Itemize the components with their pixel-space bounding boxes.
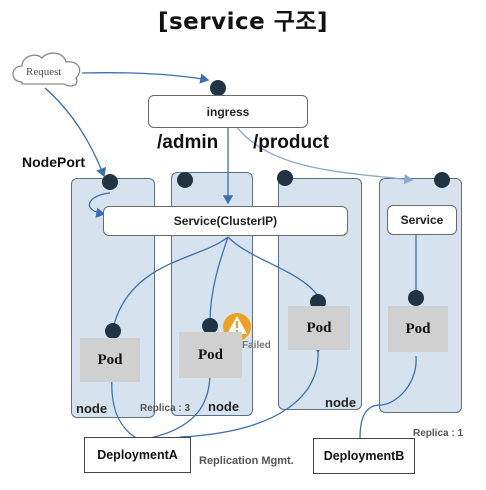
pod4-port-dot xyxy=(408,290,424,306)
service-right-label: Service xyxy=(400,213,444,227)
replication-label: Replication Mgmt. xyxy=(199,455,294,467)
node-label-3: node xyxy=(325,395,357,410)
pod1-port-dot xyxy=(105,323,121,339)
ingress-box: ingress xyxy=(148,95,308,128)
service-clusterip-label: Service(ClusterIP) xyxy=(173,214,278,228)
pod-label-1: Pod xyxy=(97,351,123,368)
pod-1: Pod xyxy=(80,338,140,382)
admin-path-label: /admin xyxy=(157,132,219,153)
ingress-port-dot xyxy=(210,80,226,96)
pod2-port-dot xyxy=(202,318,218,334)
request-to-nodeport-line xyxy=(44,87,107,178)
node-label-1: node xyxy=(76,401,108,416)
replica-b-label: Replica : 1 xyxy=(413,428,464,439)
pod-4: Pod xyxy=(388,306,448,352)
cloud-icon xyxy=(12,52,81,87)
pod-label-2: Pod xyxy=(197,346,223,363)
nodeport-dot-2 xyxy=(177,172,193,188)
deployment-b-box: DeploymentB xyxy=(313,438,415,474)
request-label: Request xyxy=(26,66,62,78)
replica-a-label: Replica : 3 xyxy=(140,403,191,414)
failed-label: Failed xyxy=(242,340,271,351)
deployment-b-label: DeploymentB xyxy=(323,449,405,463)
ingress-label: ingress xyxy=(206,104,250,119)
pod-label-3: Pod xyxy=(306,319,332,336)
service-clusterip-box: Service(ClusterIP) xyxy=(103,206,348,236)
deployment-a-box: DeploymentA xyxy=(84,437,191,473)
ingress-to-service-line xyxy=(235,125,414,185)
nodeport-label: NodePort xyxy=(22,154,85,170)
deployment-a-label: DeploymentA xyxy=(97,448,178,462)
pod-2: Pod xyxy=(179,332,242,378)
nodeport-dot-1 xyxy=(102,174,118,190)
pod-label-4: Pod xyxy=(405,320,431,337)
pod-3: Pod xyxy=(288,306,350,350)
nodeport-dot-3 xyxy=(277,170,293,186)
node-label-2: node xyxy=(208,399,240,414)
product-path-label: /product xyxy=(253,132,329,153)
service-right-box: Service xyxy=(387,205,457,235)
diagram-title: [service 구조] xyxy=(157,9,329,35)
request-to-ingress-line xyxy=(81,72,210,84)
nodeport-dot-4 xyxy=(434,172,450,188)
